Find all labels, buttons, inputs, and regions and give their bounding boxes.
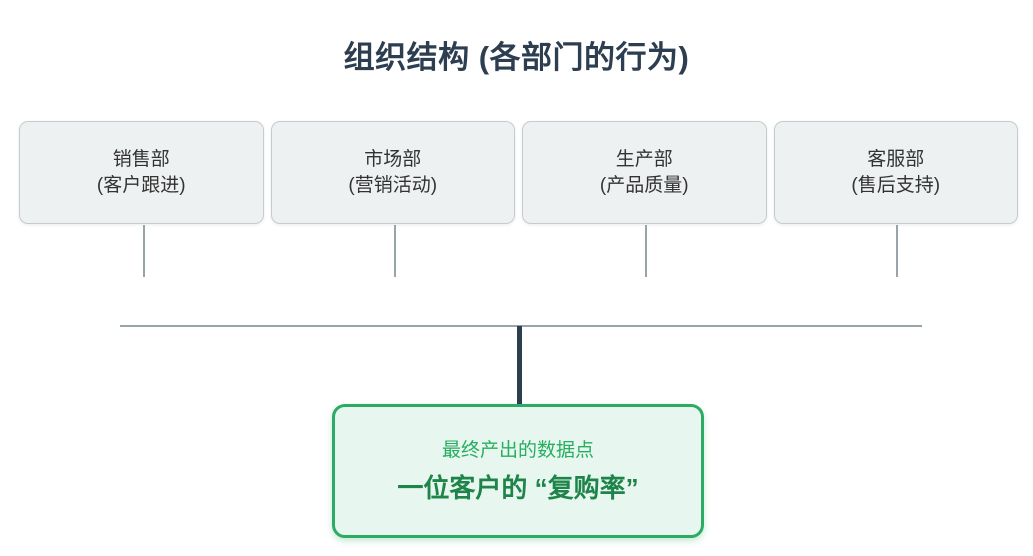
dept-behavior: (售后支持) — [851, 174, 941, 196]
result-box: 最终产出的数据点 一位客户的 “复购率” — [332, 404, 704, 538]
dept-box-sales: 销售部 (客户跟进) — [19, 121, 264, 224]
department-row: 销售部 (客户跟进) 市场部 (营销活动) 生产部 (产品质量) 客服部 (售后… — [19, 121, 1018, 224]
dept-name: 销售部 — [112, 148, 170, 170]
connector-stub-production — [645, 225, 647, 277]
page-title: 组织结构 (各部门的行为) — [343, 40, 690, 75]
connector-stub-marketing — [394, 225, 396, 277]
dept-behavior: (产品质量) — [599, 174, 689, 196]
dept-box-customer-service: 客服部 (售后支持) — [773, 121, 1018, 224]
dept-name: 客服部 — [867, 148, 925, 170]
dept-behavior: (营销活动) — [348, 174, 438, 196]
connector-stub-sales — [143, 225, 145, 277]
result-caption: 最终产出的数据点 — [441, 439, 594, 461]
dept-box-production: 生产部 (产品质量) — [522, 121, 767, 224]
trunk-connector-line — [517, 326, 522, 404]
dept-name: 市场部 — [364, 148, 422, 170]
dept-box-marketing: 市场部 (营销活动) — [270, 121, 515, 224]
dept-name: 生产部 — [615, 148, 673, 170]
dept-behavior: (客户跟进) — [96, 174, 186, 196]
result-metric: 一位客户的 “复购率” — [397, 472, 639, 503]
connector-stub-customer-service — [896, 225, 898, 277]
